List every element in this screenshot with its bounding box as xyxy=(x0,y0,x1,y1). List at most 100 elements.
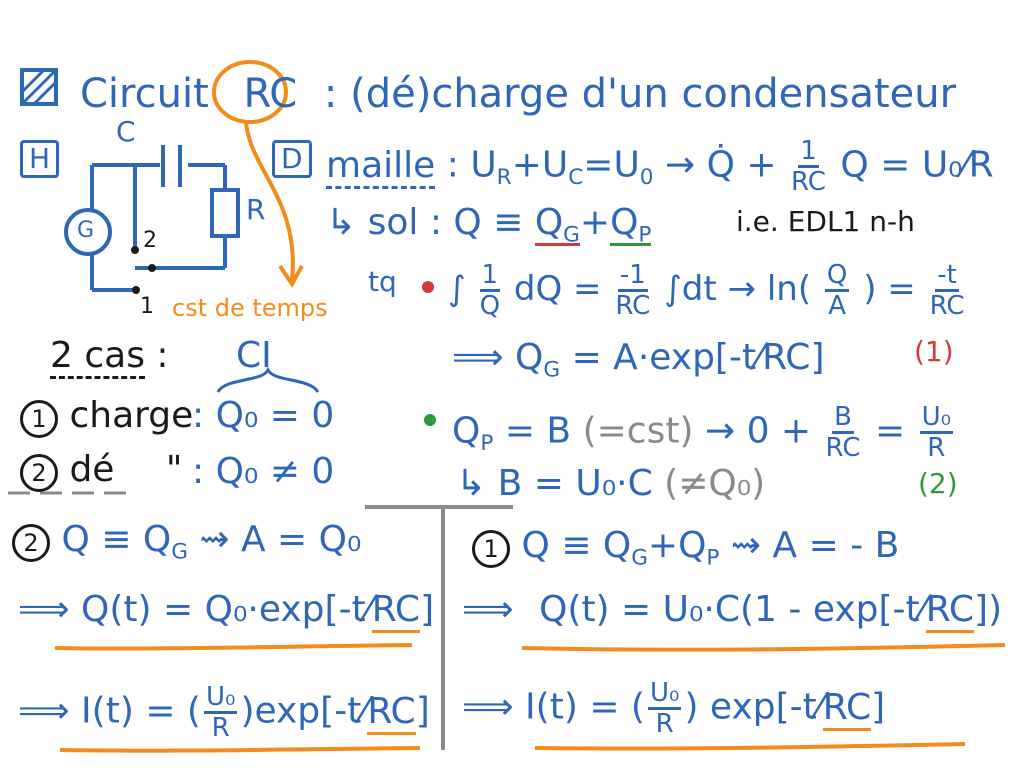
fraction-numerator: B xyxy=(832,402,854,434)
maille-word: maille xyxy=(326,144,436,189)
maille-eq-part: =U xyxy=(583,144,640,186)
fraction-denominator: R xyxy=(927,433,946,463)
time-constant-label: cst de temps xyxy=(172,294,328,322)
discharge-q-expression: ⟹ Q(t) = Q₀·exp[-t⁄ xyxy=(18,589,372,630)
qp-part: = B xyxy=(504,410,572,452)
qg-result-part: ⟹ Q xyxy=(452,337,544,378)
charge-i-part: ⟹ I(t) = ( xyxy=(462,686,645,728)
fraction-denominator: RC xyxy=(615,291,651,321)
fraction-denominator: Q xyxy=(479,291,501,321)
b-equation-note: (≠Q₀) xyxy=(664,463,766,504)
qp-sub: P xyxy=(638,222,652,248)
capacitor-label: C xyxy=(116,115,136,148)
qp-part: = xyxy=(874,410,906,452)
sol-prefix: ↳ sol : Q ≡ xyxy=(326,202,524,243)
discharge-line1-b: ⇝ A = Q₀ xyxy=(199,519,362,560)
fraction-numerator: -1 xyxy=(617,260,648,292)
integral-part: ∫dt → ln( xyxy=(664,269,812,309)
qg-sub: G xyxy=(563,222,580,248)
fraction-numerator: -t xyxy=(935,260,959,292)
charge-line1-sub: G xyxy=(631,545,648,571)
rc-highlight-circle xyxy=(212,60,288,124)
switch-position-2: 2 xyxy=(143,228,157,253)
charge-i-part: ) exp[-t⁄ xyxy=(684,686,823,728)
charge-q-end: ]) xyxy=(974,589,1003,630)
case-charge-ci: : Q₀ = 0 xyxy=(192,395,335,436)
discharge-i-end: ] xyxy=(415,690,430,732)
equation-label-1: (1) xyxy=(914,335,954,368)
fraction-numerator: 1 xyxy=(479,260,501,292)
qg-symbol: Q xyxy=(534,202,564,243)
case-label: dé xyxy=(69,449,115,490)
result-underline-right-1 xyxy=(521,643,1006,652)
two-cases-colon: : xyxy=(156,335,169,376)
green-bullet xyxy=(424,414,436,426)
maille-sub: R xyxy=(496,165,512,191)
charge-q-rc: RC xyxy=(925,589,975,633)
maille-eq-part: +U xyxy=(511,144,569,186)
discharge-i-rc: RC xyxy=(367,690,416,735)
charge-line1: Q ≡ Q xyxy=(521,525,632,566)
fraction-denominator: R xyxy=(655,709,674,739)
discharge-i-part: ⟹ I(t) = ( xyxy=(18,690,201,732)
charge-line1-b: +Q xyxy=(647,525,707,566)
qp-part: → 0 + xyxy=(704,410,812,452)
discharge-q-end: ] xyxy=(420,589,435,630)
fraction-denominator: A xyxy=(828,291,847,321)
maille-eq-part: Q = xyxy=(840,144,911,186)
red-bullet xyxy=(422,281,434,293)
two-cases-text: 2 cas xyxy=(50,335,145,379)
time-constant-arrow xyxy=(244,121,295,281)
generator-label: G xyxy=(77,218,95,243)
title-hatched-box xyxy=(20,68,58,106)
switch-position-1: 1 xyxy=(140,294,154,319)
integral-part: dQ = xyxy=(513,269,602,309)
charge-i-end: ] xyxy=(871,686,886,728)
b-equation-main: ↳ B = U₀·C xyxy=(456,463,653,504)
fraction-numerator: Q xyxy=(824,260,850,292)
case-label: charge xyxy=(69,395,194,436)
fraction-numerator: U₀ xyxy=(203,682,238,714)
qp-constant-note: (=cst) xyxy=(582,410,694,452)
discharge-charge-result: ⟹ Q(t) = Q₀·exp[-t⁄RC] xyxy=(18,589,435,633)
solution-decomposition: ↳ sol : Q ≡ QG+QP xyxy=(326,202,652,248)
two-cases-heading: 2 cas : xyxy=(50,335,169,379)
title-rest: : (dé)charge d'un condensateur xyxy=(323,71,957,117)
maille-eq-part: → Q̇ + xyxy=(665,144,777,186)
ci-brace xyxy=(216,366,320,393)
h-label: H xyxy=(20,140,60,178)
title-rc: RC xyxy=(243,71,298,117)
qp-sub: P xyxy=(480,431,494,457)
maille-sub: C xyxy=(568,165,584,191)
demonstration-box: D xyxy=(272,140,312,178)
rc-circuit-diagram xyxy=(64,145,240,292)
edl-note: i.e. EDL1 n-h xyxy=(736,205,915,238)
integral-part: ) = xyxy=(863,269,916,309)
qp-symbol: Q xyxy=(610,202,639,243)
qg-result: ⟹ QG = A·exp[-t⁄RC] xyxy=(452,340,825,381)
charge-q-expression: Q(t) = U₀·C(1 - exp[-t⁄ xyxy=(539,589,926,630)
discharge-q-rc: RC xyxy=(371,589,421,633)
hypothesis-box: H xyxy=(20,140,60,178)
charge-line1-sub2: P xyxy=(706,545,720,571)
case-number: 2 xyxy=(20,454,58,492)
qg-result-sub: G xyxy=(543,357,561,383)
case-charge: 1 charge xyxy=(20,398,193,438)
fraction-denominator: RC xyxy=(929,291,965,321)
discharge-i-part: )exp[-t⁄ xyxy=(240,690,368,732)
case-number: 1 xyxy=(472,530,510,568)
ci-label: CI xyxy=(236,335,272,376)
ditto-mark: " xyxy=(165,449,183,490)
maille-u0-over-r: U₀⁄R xyxy=(921,144,994,186)
case-number: 2 xyxy=(12,524,50,562)
charge-i-rc: RC xyxy=(822,686,872,731)
maille-sub: 0 xyxy=(639,165,654,191)
qp-part: Q xyxy=(452,410,481,452)
result-underline-left-2 xyxy=(59,746,421,753)
title-prefix: Circuit xyxy=(80,71,209,117)
case-discharge: 2 dé " xyxy=(20,452,182,492)
